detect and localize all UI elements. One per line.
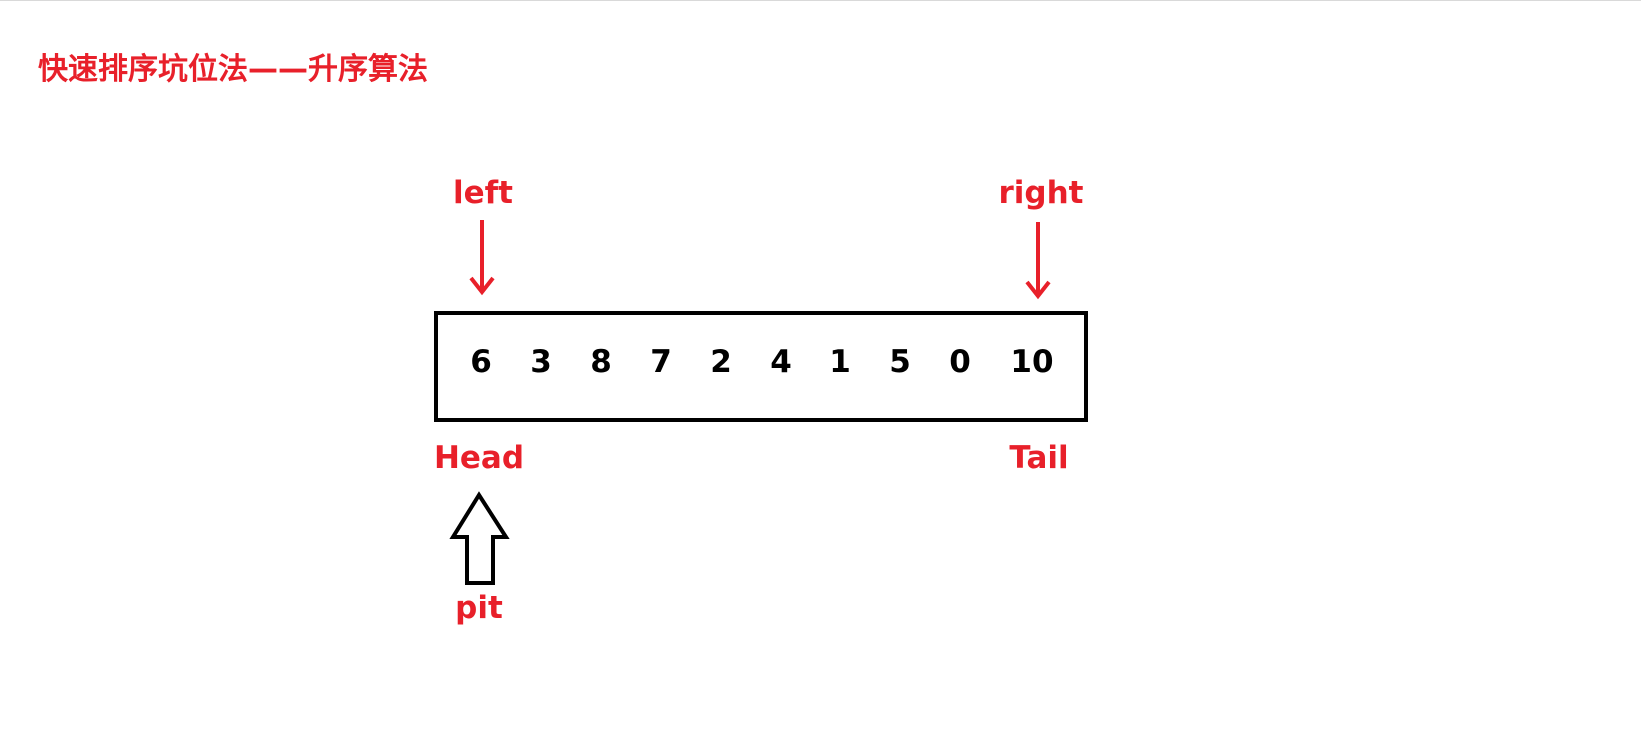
- top-border-line: [0, 0, 1641, 1]
- head-label: Head: [433, 440, 525, 476]
- array-value: 3: [530, 344, 552, 380]
- array-value: 7: [650, 344, 672, 380]
- page-title: 快速排序坑位法——升序算法: [38, 52, 428, 87]
- right-pointer-label: right: [998, 175, 1084, 211]
- array-value: 0: [949, 344, 971, 380]
- tail-label: Tail: [1009, 440, 1069, 476]
- array-box: [434, 311, 1088, 422]
- pit-up-arrow: [449, 491, 510, 585]
- left-pointer-arrow: [469, 220, 495, 296]
- pit-label: pit: [455, 590, 503, 626]
- array-value: 10: [1010, 344, 1054, 380]
- array-value: 8: [590, 344, 612, 380]
- array-value: 4: [770, 344, 792, 380]
- array-value: 1: [829, 344, 851, 380]
- left-pointer-label: left: [453, 175, 513, 211]
- array-value: 5: [889, 344, 911, 380]
- right-pointer-arrow: [1025, 222, 1051, 300]
- array-value: 2: [710, 344, 732, 380]
- array-value: 6: [470, 344, 492, 380]
